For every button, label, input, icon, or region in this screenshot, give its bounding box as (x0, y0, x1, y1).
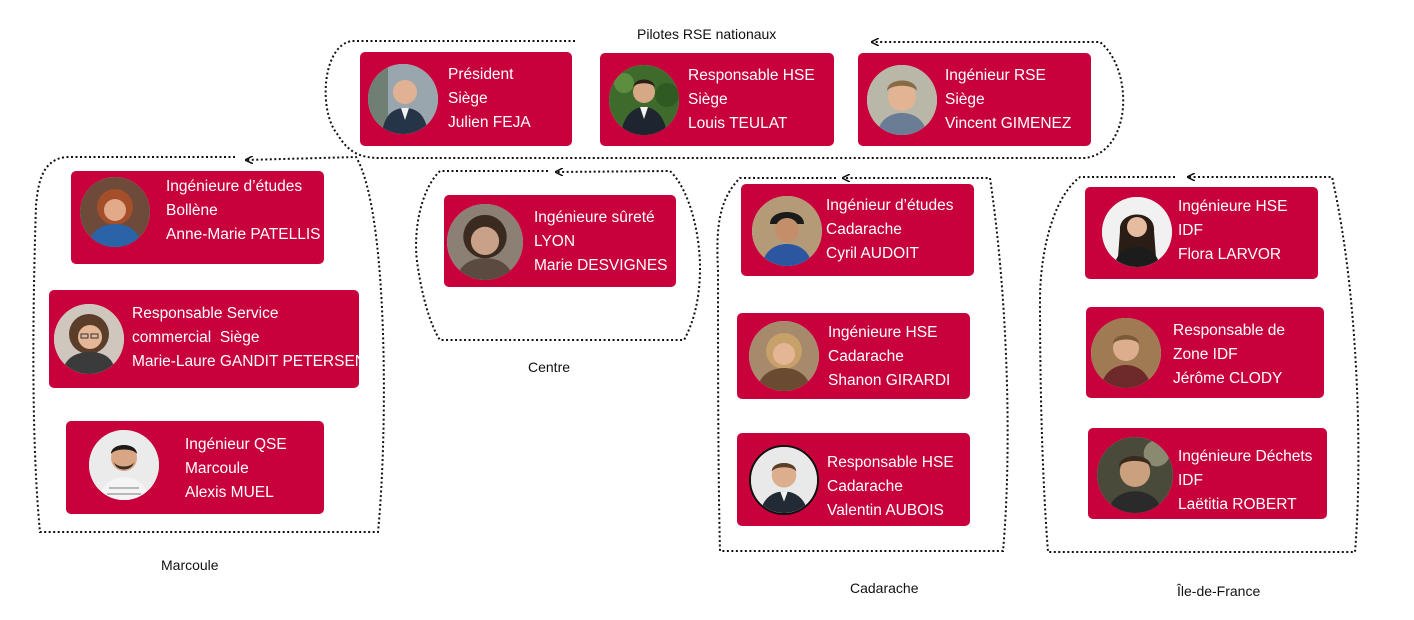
marcoule-outline (32, 157, 385, 533)
name-audoit: Cyril AUDOIT (826, 245, 919, 262)
group-label-cadarache: Cadarache (850, 580, 919, 596)
avatar-muel (89, 430, 159, 500)
pilotes-outline (324, 41, 1125, 159)
idf-outline (1038, 177, 1360, 553)
name-clody: Jérôme CLODY (1173, 370, 1283, 387)
person-card-patellis: Ingénieure d’études Bollène Anne-Marie P… (71, 171, 324, 264)
person-card-desvignes: Ingénieure sûreté LYON Marie DESVIGNES (444, 195, 676, 287)
name-muel: Alexis MUEL (185, 484, 274, 501)
avatar-teulat (609, 65, 679, 135)
avatar-robert (1097, 437, 1173, 513)
person-card-gimenez: Ingénieur RSE Siège Vincent GIMENEZ (858, 53, 1091, 146)
site-aubois: Cadarache (827, 478, 903, 495)
site-patellis: Bollène (166, 202, 218, 219)
avatar-gimenez (867, 65, 937, 135)
site-teulat: Siège (688, 91, 728, 108)
avatar-larvor (1102, 197, 1172, 267)
person-card-audoit: Ingénieur d’études Cadarache Cyril AUDOI… (741, 184, 974, 276)
role-girardi: Ingénieure HSE (828, 324, 938, 341)
role-gandit: Responsable Service (132, 305, 279, 322)
name-teulat: Louis TEULAT (688, 115, 788, 132)
role-muel: Ingénieur QSE (185, 436, 287, 453)
avatar-aubois (749, 445, 819, 515)
site-audoit: Cadarache (826, 221, 902, 238)
name-feja: Julien FEJA (448, 114, 531, 131)
role-teulat: Responsable HSE (688, 67, 815, 84)
name-larvor: Flora LARVOR (1178, 246, 1282, 263)
avatar-girardi (749, 321, 819, 391)
avatar-feja (368, 64, 438, 134)
role-feja: Président (448, 66, 514, 83)
role-larvor: Ingénieure HSE (1178, 198, 1288, 215)
name-gimenez: Vincent GIMENEZ (945, 115, 1072, 132)
group-label-idf: Île-de-France (1177, 583, 1261, 599)
name-robert: Laëtitia ROBERT (1178, 496, 1297, 513)
name-gandit: Marie-Laure GANDIT PETERSEN (132, 353, 366, 370)
role-patellis: Ingénieure d’études (166, 178, 303, 195)
name-aubois: Valentin AUBOIS (827, 502, 944, 519)
site-larvor: IDF (1178, 222, 1203, 239)
role-audoit: Ingénieur d’études (826, 197, 954, 214)
cadarache-outline (716, 178, 1009, 552)
avatar-clody (1091, 318, 1161, 388)
avatar-desvignes (447, 204, 523, 280)
name-girardi: Shanon GIRARDI (828, 372, 951, 389)
site-gandit: commercial Siège (132, 329, 260, 346)
name-patellis: Anne-Marie PATELLIS (166, 226, 321, 243)
site-clody: Zone IDF (1173, 346, 1238, 363)
site-robert: IDF (1178, 472, 1203, 489)
centre-outline (415, 171, 702, 341)
group-label-centre: Centre (528, 359, 571, 375)
role-desvignes: Ingénieure sûreté (534, 209, 655, 226)
site-gimenez: Siège (945, 91, 985, 108)
person-card-robert: Ingénieure Déchets IDF Laëtitia ROBERT (1088, 428, 1327, 519)
person-card-larvor: Ingénieure HSE IDF Flora LARVOR (1085, 187, 1318, 279)
person-card-muel: Ingénieur QSE Marcoule Alexis MUEL (66, 421, 324, 514)
name-desvignes: Marie DESVIGNES (534, 257, 668, 274)
avatar-audoit (752, 196, 822, 266)
role-gimenez: Ingénieur RSE (945, 67, 1046, 84)
person-card-aubois: Responsable HSE Cadarache Valentin AUBOI… (737, 433, 970, 526)
person-card-girardi: Ingénieure HSE Cadarache Shanon GIRARDI (737, 313, 970, 399)
person-card-feja: Président Siège Julien FEJA (360, 52, 572, 146)
site-muel: Marcoule (185, 460, 249, 477)
site-desvignes: LYON (534, 233, 576, 250)
group-label-marcoule: Marcoule (161, 557, 219, 573)
site-feja: Siège (448, 90, 488, 107)
role-robert: Ingénieure Déchets (1178, 448, 1313, 465)
person-card-teulat: Responsable HSE Siège Louis TEULAT (600, 53, 834, 146)
avatar-patellis (80, 177, 150, 247)
person-card-gandit: Responsable Service commercial Siège Mar… (49, 290, 366, 388)
person-card-clody: Responsable de Zone IDF Jérôme CLODY (1086, 307, 1324, 398)
site-girardi: Cadarache (828, 348, 904, 365)
group-label-pilotes: Pilotes RSE nationaux (637, 26, 777, 42)
role-aubois: Responsable HSE (827, 454, 954, 471)
role-clody: Responsable de (1173, 322, 1286, 339)
avatar-gandit (54, 304, 124, 374)
